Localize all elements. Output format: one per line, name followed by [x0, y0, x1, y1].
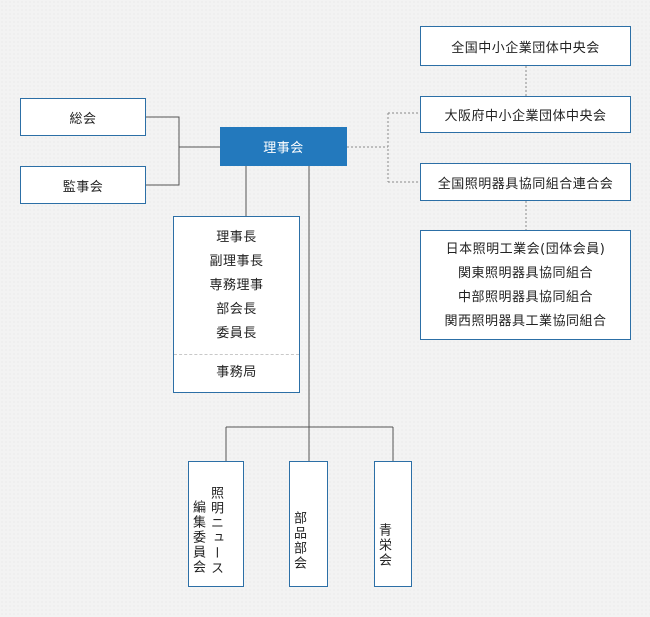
- member-item: 中部照明器具協同組合: [457, 290, 593, 305]
- connector-board-federations: [347, 112, 420, 183]
- member-item: 関西照明器具工業協同組合: [444, 314, 607, 329]
- auditor-label: 監事会: [62, 179, 104, 195]
- member-item: 日本照明工業会(団体会員): [445, 242, 606, 257]
- news-committee-box: 照明ニュース 編集委員会: [188, 461, 244, 587]
- connector-general-auditor: [146, 116, 220, 186]
- board-box: 理事会: [220, 127, 347, 166]
- officer-item: 理事長: [216, 230, 257, 245]
- news-committee-col2: 編集委員会: [190, 500, 205, 575]
- national-lighting-label: 全国照明器具協同組合連合会: [437, 176, 614, 192]
- officer-item: 専務理事: [209, 278, 264, 293]
- national-central-box: 全国中小企業団体中央会: [420, 26, 631, 66]
- general-meeting-label: 総会: [69, 111, 97, 127]
- connector-board-committees: [225, 166, 394, 461]
- youth-group-label: 青栄会: [376, 522, 391, 568]
- auditor-box: 監事会: [20, 166, 146, 204]
- national-lighting-box: 全国照明器具協同組合連合会: [420, 163, 631, 201]
- osaka-central-label: 大阪府中小企業団体中央会: [444, 109, 607, 124]
- officer-item: 部会長: [216, 302, 257, 317]
- general-meeting-box: 総会: [20, 98, 146, 136]
- officers-box: 理事長 副理事長 専務理事 部会長 委員長 事務局: [173, 216, 300, 393]
- parts-division-label: 部品部会: [291, 511, 306, 571]
- youth-group-box: 青栄会: [374, 461, 412, 587]
- member-item: 関東照明器具協同組合: [457, 266, 593, 281]
- news-committee-col1: 照明ニュース: [208, 486, 223, 576]
- national-central-label: 全国中小企業団体中央会: [451, 40, 600, 56]
- officer-item: 委員長: [216, 326, 257, 341]
- officers-divider: [174, 354, 299, 355]
- news-committee-text: 照明ニュース 編集委員会: [189, 486, 223, 576]
- osaka-central-box: 大阪府中小企業団体中央会: [420, 96, 631, 133]
- members-box: 日本照明工業会(団体会員) 関東照明器具協同組合 中部照明器具協同組合 関西照明…: [420, 230, 631, 340]
- officer-item: 副理事長: [209, 254, 264, 269]
- secretariat-label: 事務局: [216, 365, 257, 380]
- parts-division-box: 部品部会: [289, 461, 328, 587]
- board-label: 理事会: [263, 141, 304, 156]
